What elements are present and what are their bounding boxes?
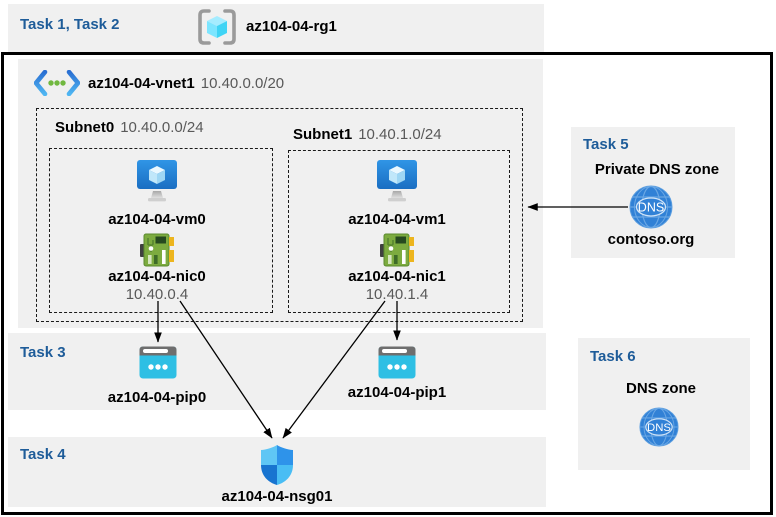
nic0-label: az104-04-nic0 <box>108 268 206 285</box>
vnet-name: az104-04-vnet1 <box>88 75 195 92</box>
subnet1-cidr: 10.40.1.0/24 <box>358 126 442 143</box>
diagram-border <box>1 52 773 515</box>
pip1-icon <box>378 346 416 379</box>
private-dns-zone-title: Private DNS zone <box>594 161 720 178</box>
task4-label: Task 4 <box>20 446 66 463</box>
task6-label: Task 6 <box>590 348 636 365</box>
nic1-label: az104-04-nic1 <box>348 268 446 285</box>
task-1-2-label: Task 1, Task 2 <box>20 16 120 33</box>
contoso-zone-label: contoso.org <box>607 231 695 248</box>
dns-zone-title: DNS zone <box>625 380 697 397</box>
resource-group-icon <box>196 7 238 47</box>
subnet1-name: Subnet1 <box>293 126 353 143</box>
subnet1-box <box>288 150 510 313</box>
subnet0-cidr: 10.40.0.0/24 <box>120 119 204 136</box>
resource-group-band <box>8 4 544 52</box>
nic1-icon <box>379 232 415 268</box>
nic0-ip: 10.40.0.4 <box>125 286 189 303</box>
pip1-label: az104-04-pip1 <box>347 384 447 401</box>
pip0-label: az104-04-pip0 <box>107 389 207 406</box>
task6-box <box>578 338 750 470</box>
vm0-label: az104-04-vm0 <box>108 211 206 228</box>
nsg-label: az104-04-nsg01 <box>221 488 333 505</box>
dns-zone-icon-text: DNS <box>647 422 671 434</box>
nsg-shield-icon <box>259 444 295 486</box>
virtual-network-icon <box>34 70 80 96</box>
subnet1-title: Subnet1 10.40.1.0/24 <box>293 126 442 143</box>
resource-group-name: az104-04-rg1 <box>246 18 337 35</box>
private-dns-icon-text: DNS <box>638 201 664 215</box>
dns-zone-icon: DNS <box>639 407 679 447</box>
task5-label: Task 5 <box>583 136 629 153</box>
vm0-icon <box>135 158 179 204</box>
subnet0-box <box>49 148 273 313</box>
vm1-label: az104-04-vm1 <box>348 211 446 228</box>
nic1-ip: 10.40.1.4 <box>365 286 429 303</box>
task3-band <box>8 333 546 410</box>
vnet-cidr: 10.40.0.0/20 <box>200 75 285 92</box>
subnet0-name: Subnet0 <box>55 119 115 136</box>
vnet-container <box>18 59 543 328</box>
pip0-icon <box>139 346 177 379</box>
private-dns-icon: DNS <box>629 185 673 229</box>
vnet-title: az104-04-vnet1 10.40.0.0/20 <box>88 75 284 92</box>
vm1-icon <box>375 158 419 204</box>
subnets-outer-box <box>36 108 523 322</box>
nic0-icon <box>139 232 175 268</box>
task3-label: Task 3 <box>20 344 66 361</box>
subnet0-title: Subnet0 10.40.0.0/24 <box>55 119 204 136</box>
